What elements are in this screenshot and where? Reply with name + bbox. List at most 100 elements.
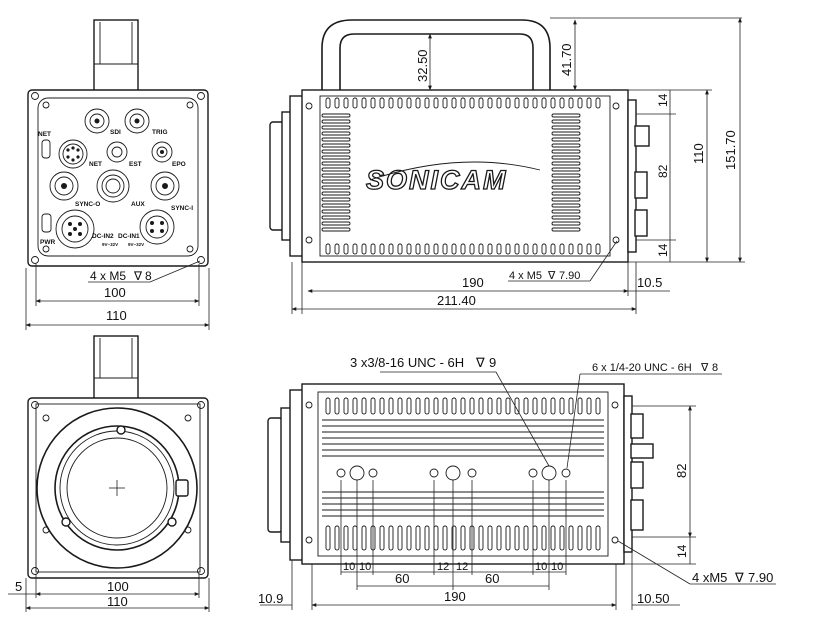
side-handle (321, 19, 551, 92)
vent-slot (514, 525, 520, 551)
lens-view-handle (93, 335, 139, 401)
vent-slot (424, 397, 430, 415)
screw-icon (31, 567, 39, 575)
depth-symbol-icon: ∇ (133, 269, 143, 283)
vent-slot (568, 525, 574, 551)
vent-slot (551, 161, 581, 166)
vent-slot (541, 243, 547, 255)
vent-slot (559, 525, 565, 551)
right-bottom-dim: 14 (656, 243, 670, 257)
small-holes-callout: 6 x 1/4-20 UNC - 6H (592, 362, 692, 374)
vent-slot (343, 397, 349, 415)
vent-slot (478, 525, 484, 551)
vent-slot (442, 525, 448, 551)
vent-slot (541, 525, 547, 551)
vent-slot (424, 243, 430, 255)
vent-slot (577, 397, 583, 415)
vent-slot (343, 243, 349, 255)
dc-in1-label: DC-IN1 (118, 233, 140, 240)
right-top-dim: 14 (656, 93, 670, 107)
vent-slot (551, 131, 581, 136)
vent-slot (551, 167, 581, 172)
rear-connector (630, 461, 644, 489)
vent-slot (433, 397, 439, 415)
dc-in2-connector-icon (55, 209, 95, 249)
bottom-right-small: 14 (675, 544, 689, 558)
trig-label: TRIG (152, 129, 168, 136)
dc-in2-label: DC-IN2 (92, 233, 114, 240)
bottom-hole-callout: 4 xM5 (692, 570, 727, 585)
vent-column-right (551, 113, 581, 232)
vent-slot (321, 203, 351, 208)
sdi-label: SDI (110, 129, 121, 136)
vent-slot (321, 215, 351, 220)
sync-o-connector-icon (54, 176, 74, 196)
screw-icon (31, 401, 39, 409)
vent-slot (388, 243, 394, 255)
vent-slot (551, 221, 581, 226)
small-hole-icon (368, 468, 378, 478)
vent-slot (433, 97, 439, 109)
screw-icon (611, 401, 619, 409)
spacing-dim: 10 (551, 561, 563, 573)
vent-slot (551, 227, 581, 232)
vent-slot (397, 243, 403, 255)
vent-slot (551, 173, 581, 178)
side-hole-depth: 7.90 (559, 270, 580, 282)
vent-slot (496, 397, 502, 415)
vent-slot (532, 525, 538, 551)
vent-slot (424, 97, 430, 109)
vent-slot (343, 97, 349, 109)
large-holes-callout: 3 x3/8-16 UNC - 6H (350, 355, 464, 370)
sdi-connector-icon (89, 113, 105, 129)
sdi-connector-icon (84, 108, 110, 134)
screw-icon (197, 567, 205, 575)
vent-slot (361, 525, 367, 551)
vent-slot (451, 397, 457, 415)
vent-slot (541, 397, 547, 415)
vent-slot (415, 525, 421, 551)
side-view: SONICAM 32.50 41.70 14 82 14 110 151.70 … (269, 17, 745, 314)
vent-slot (595, 97, 601, 109)
vent-slot (451, 97, 457, 109)
vent-slot (551, 191, 581, 196)
trig-connector-icon (129, 113, 145, 129)
small-hole-icon (561, 468, 571, 478)
lens-outer-ring (36, 407, 198, 569)
vent-slot (487, 525, 493, 551)
handle-clearance-dim: 32.50 (415, 49, 430, 82)
vent-slot (321, 191, 351, 196)
vent-slot (397, 397, 403, 415)
vent-slot (469, 397, 475, 415)
vent-slot (568, 243, 574, 255)
vent-row-top (325, 97, 601, 109)
vent-slot (460, 243, 466, 255)
vent-slot (442, 397, 448, 415)
epo-connector-icon (156, 146, 168, 158)
vent-slot (370, 397, 376, 415)
vent-slot (361, 243, 367, 255)
spacing-dim: 10 (359, 561, 371, 573)
pwr-label: PWR (40, 239, 55, 246)
vent-slot (370, 97, 376, 109)
aux-connector-icon (101, 174, 125, 198)
bottom-right-height: 82 (674, 464, 689, 478)
lens-mount (267, 417, 283, 533)
vent-slot (406, 397, 412, 415)
screw-icon (186, 245, 194, 253)
vent-slot (352, 243, 358, 255)
vent-slot (321, 197, 351, 202)
aux-label: AUX (131, 201, 145, 208)
vent-slot (325, 525, 331, 551)
vent-slot (433, 525, 439, 551)
vent-slot (551, 143, 581, 148)
sync-i-label: SYNC-I (171, 205, 193, 212)
vent-slot (321, 161, 351, 166)
vent-slot (550, 397, 556, 415)
vent-slot (551, 209, 581, 214)
screw-icon (305, 236, 313, 244)
side-body-length: 190 (462, 275, 484, 290)
est-connector-icon (106, 141, 128, 163)
est-connector-icon (111, 146, 123, 158)
